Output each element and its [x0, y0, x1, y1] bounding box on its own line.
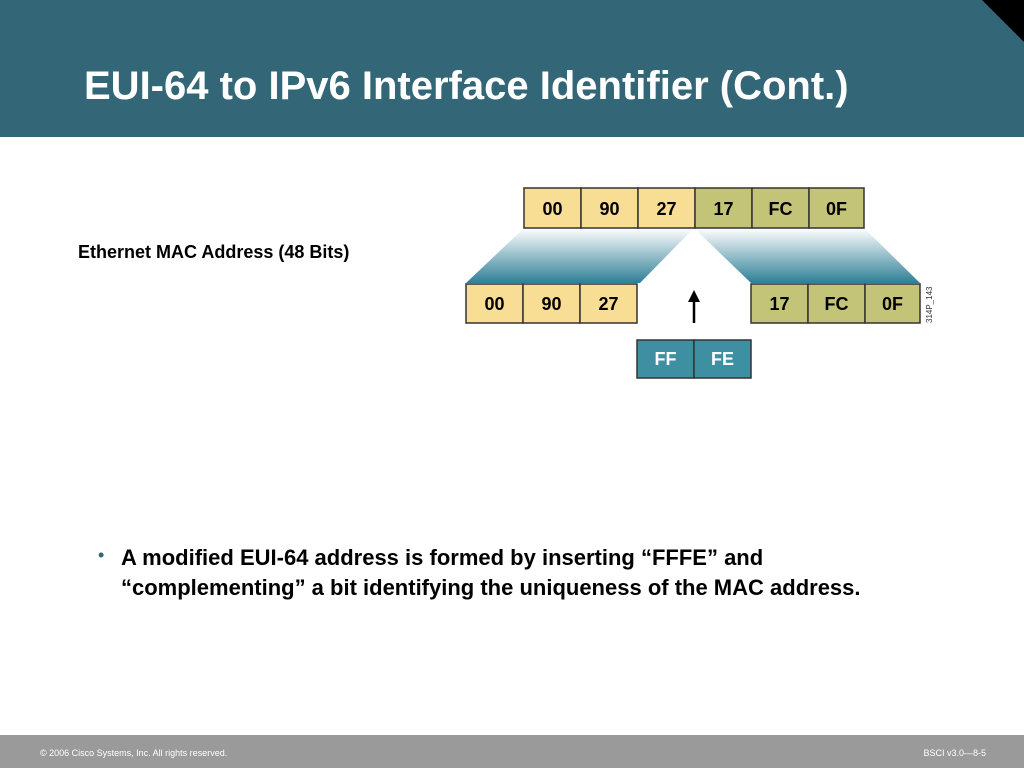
- oui-byte-box: [579, 283, 638, 324]
- right-expansion-shape: [694, 228, 920, 283]
- left-expansion-shape: [466, 228, 694, 283]
- insert-byte-box: [693, 339, 752, 379]
- mac-address-label: Ethernet MAC Address (48 Bits): [78, 242, 350, 262]
- oui-byte-cell: 27: [579, 283, 638, 324]
- oui-byte-text: 90: [541, 294, 561, 314]
- mac-byte-box: [637, 187, 696, 229]
- nic-byte-box: [750, 283, 809, 324]
- mac-byte-cell: 90: [580, 187, 639, 229]
- mac-byte-cell: 17: [694, 187, 753, 229]
- mac-byte-cell: 0F: [808, 187, 865, 229]
- bullet-dot-icon: •: [98, 545, 105, 565]
- nic-byte-cell: 17: [750, 283, 809, 324]
- up-arrow-icon: [688, 290, 700, 323]
- page-title: EUI-64 to IPv6 Interface Identifier (Con…: [84, 64, 849, 108]
- nic-byte-text: FC: [825, 294, 849, 314]
- nic-byte-text: 0F: [882, 294, 903, 314]
- mac-byte-text: FC: [769, 199, 793, 219]
- mac-byte-box: [808, 187, 865, 229]
- insert-byte-text: FF: [655, 349, 677, 369]
- eui64-diagram-svg: 00 90 27 17 FC: [465, 187, 934, 379]
- nic-row: 17 FC 0F: [750, 283, 921, 324]
- footer-bar: © 2006 Cisco Systems, Inc. All rights re…: [0, 735, 1024, 768]
- bullet-text: A modified EUI-64 address is formed by i…: [121, 545, 861, 600]
- oui-row: 00 90 27: [465, 283, 638, 324]
- mac-byte-box: [751, 187, 810, 229]
- mac-byte-text: 17: [713, 199, 733, 219]
- oui-byte-cell: 00: [465, 283, 524, 324]
- mac-byte-cell: 00: [523, 187, 582, 229]
- insert-byte-box: [636, 339, 695, 379]
- mac-byte-cell: 27: [637, 187, 696, 229]
- mac-byte-box: [580, 187, 639, 229]
- bullet-item: • A modified EUI-64 address is formed by…: [98, 543, 888, 603]
- insert-row: FF FE: [636, 339, 752, 379]
- insert-byte-text: FE: [711, 349, 734, 369]
- mac-byte-text: 0F: [826, 199, 847, 219]
- copyright-text: © 2006 Cisco Systems, Inc. All rights re…: [40, 748, 228, 758]
- oui-byte-text: 00: [484, 294, 504, 314]
- insert-byte-cell: FE: [693, 339, 752, 379]
- mac-byte-cell: FC: [751, 187, 810, 229]
- mac-byte-text: 27: [656, 199, 676, 219]
- eui64-diagram: 00 90 27 17 FC: [440, 175, 960, 395]
- mac-byte-text: 00: [542, 199, 562, 219]
- nic-byte-box: [864, 283, 921, 324]
- course-page-label: BSCI v3.0—8-5: [923, 748, 986, 758]
- figure-id: 314P_143: [925, 286, 934, 323]
- title-bar: EUI-64 to IPv6 Interface Identifier (Con…: [0, 0, 1024, 137]
- mac-byte-text: 90: [599, 199, 619, 219]
- oui-byte-text: 27: [598, 294, 618, 314]
- nic-byte-cell: FC: [807, 283, 866, 324]
- nic-byte-cell: 0F: [864, 283, 921, 324]
- oui-byte-cell: 90: [522, 283, 581, 324]
- nic-byte-text: 17: [769, 294, 789, 314]
- insert-byte-cell: FF: [636, 339, 695, 379]
- mac-address-row: 00 90 27 17 FC: [523, 187, 865, 229]
- mac-byte-box: [523, 187, 582, 229]
- oui-byte-box: [522, 283, 581, 324]
- oui-byte-box: [465, 283, 524, 324]
- corner-decoration: [982, 0, 1024, 42]
